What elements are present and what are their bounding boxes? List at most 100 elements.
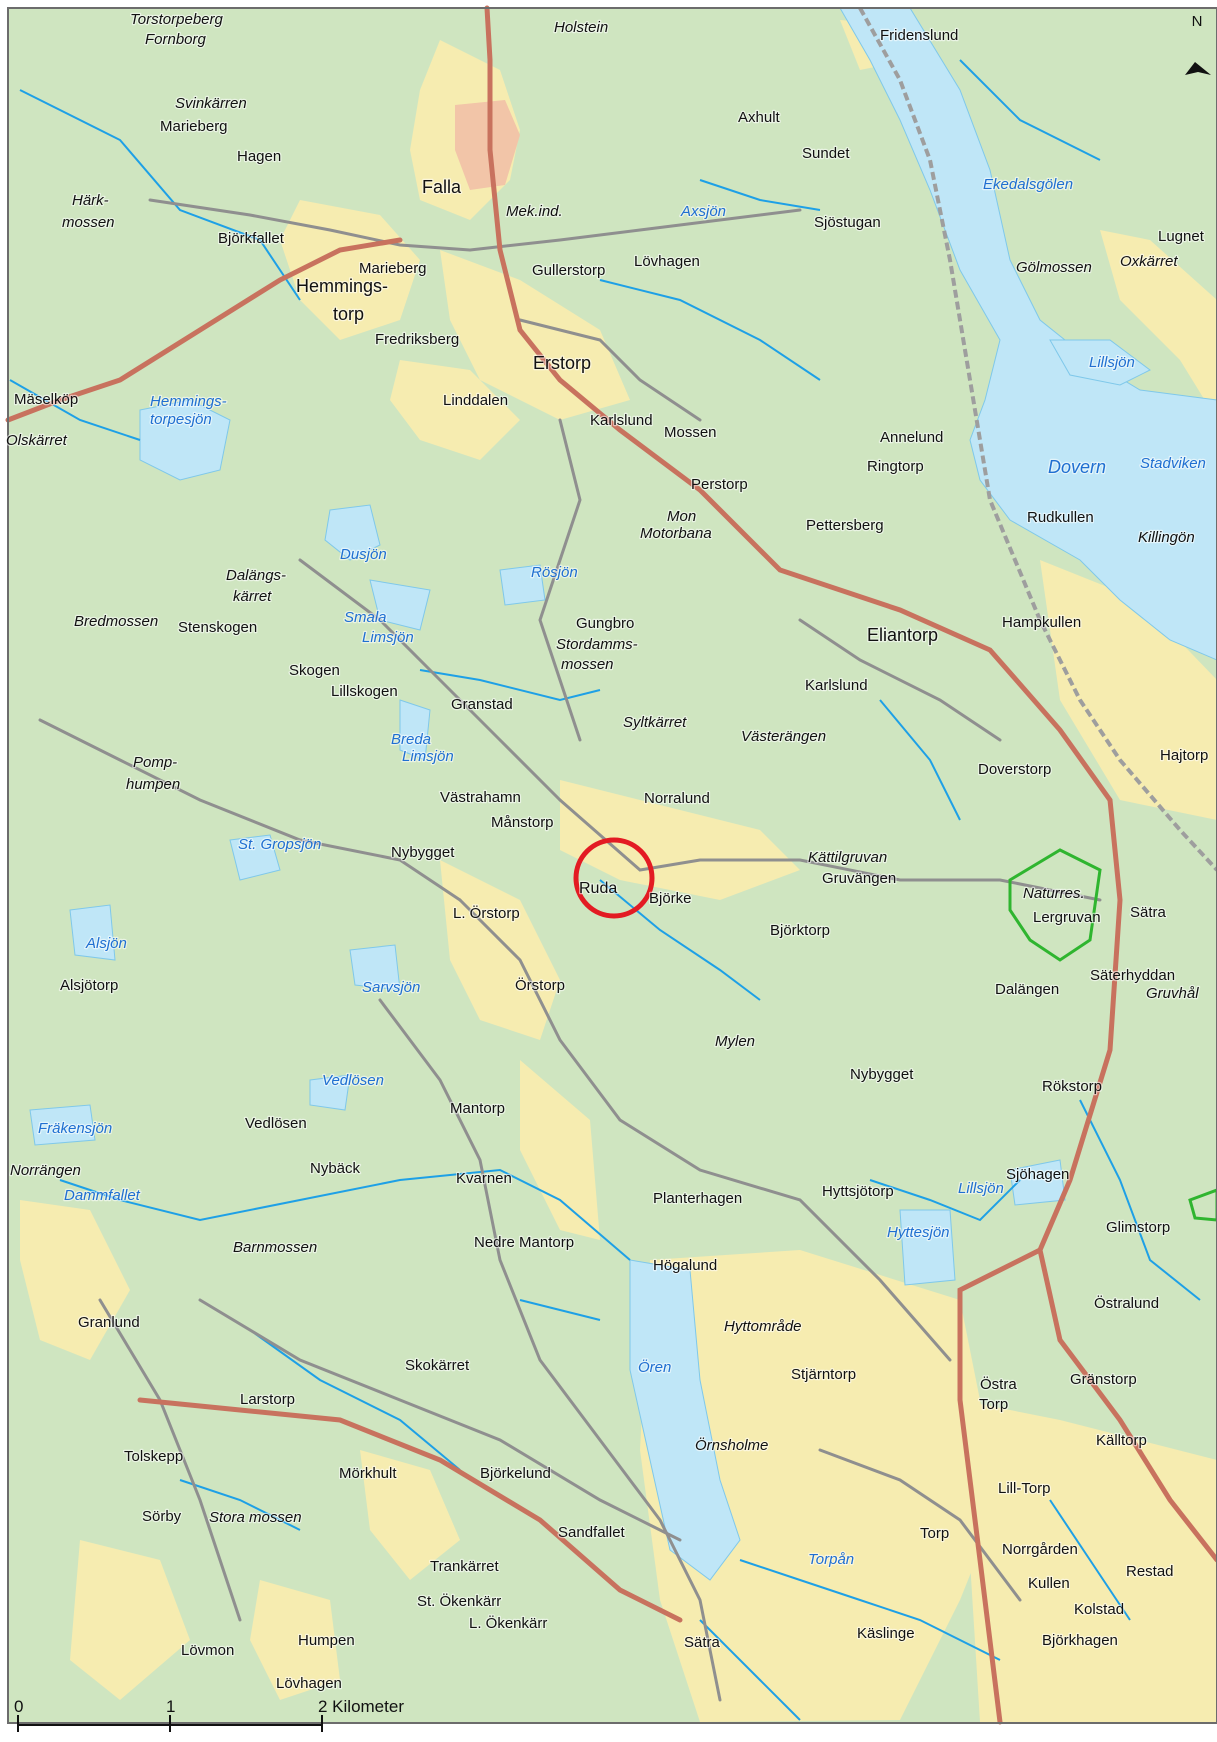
place-label: Mylen <box>715 1033 755 1050</box>
north-label: N <box>1192 13 1203 30</box>
place-label: Ringtorp <box>867 458 924 475</box>
place-label: Kolstad <box>1074 1601 1124 1618</box>
railway <box>858 7 1217 872</box>
nature-reserve-lergruvan <box>1008 848 1102 962</box>
place-label: Gränstorp <box>1070 1371 1137 1388</box>
ruda-place-label: Ruda <box>579 880 617 897</box>
place-label: Gruvängen <box>822 870 896 887</box>
place-label: Högalund <box>653 1257 717 1274</box>
place-label: torp <box>333 304 364 324</box>
scale-tick-0: 0 <box>14 1697 23 1716</box>
place-label: mossen <box>561 656 614 673</box>
place-label: St. Ökenkärr <box>417 1592 501 1610</box>
water-label: Dusjön <box>340 546 387 563</box>
place-label: Larstorp <box>240 1391 295 1408</box>
place-label: Alsjötorp <box>60 977 118 994</box>
scale-bar: 0 1 2 Kilometer <box>14 1697 404 1732</box>
north-arrow-icon: N <box>1185 13 1211 75</box>
place-label: Holstein <box>554 19 608 36</box>
place-label: Killingön <box>1138 529 1195 546</box>
place-label: Säterhyddan <box>1090 967 1175 984</box>
place-label: Lergruvan <box>1033 909 1101 926</box>
water-label: Limsjön <box>402 748 454 765</box>
place-label: Stordamms- <box>556 636 638 653</box>
place-label: Nybygget <box>391 844 455 861</box>
place-label: Karlslund <box>805 677 868 694</box>
place-label: Glimstorp <box>1106 1219 1170 1236</box>
water-label: Axsjön <box>680 203 726 220</box>
ruda-highlight-circle[interactable] <box>573 837 655 919</box>
place-label: Käslinge <box>857 1625 915 1642</box>
place-label: Pomp- <box>133 754 177 771</box>
place-label: Vedlösen <box>245 1115 307 1132</box>
place-label: Restad <box>1126 1563 1174 1580</box>
place-label: Norrgården <box>1002 1541 1078 1558</box>
place-label: Rudkullen <box>1027 509 1094 526</box>
water-label: Breda <box>391 731 431 748</box>
streams <box>9 59 1201 1721</box>
place-label: Dalängs- <box>226 567 286 584</box>
place-label: Lill-Torp <box>998 1480 1051 1497</box>
place-label: Örstorp <box>515 976 565 994</box>
place-label: Pettersberg <box>806 517 884 534</box>
place-label: Falla <box>422 177 462 197</box>
place-label: Lugnet <box>1158 228 1205 245</box>
place-label: Hagen <box>237 148 281 165</box>
water-label: Hemmings- <box>150 393 227 410</box>
water-label: Lillsjön <box>1089 354 1135 371</box>
place-label: Mantorp <box>450 1100 505 1117</box>
place-label: Norralund <box>644 790 710 807</box>
place-label: Marieberg <box>160 118 228 135</box>
place-label: Axhult <box>738 109 781 126</box>
place-label: Bredmossen <box>74 613 158 630</box>
place-label: Sjöstugan <box>814 214 881 231</box>
place-label: Motorbana <box>640 525 712 542</box>
place-label: Torstorpeberg <box>130 11 223 28</box>
place-label: Planterhagen <box>653 1190 742 1207</box>
place-label: Sjöhagen <box>1006 1166 1069 1183</box>
place-label: Lillskogen <box>331 683 398 700</box>
place-label: Svinkärren <box>175 95 247 112</box>
place-label: Mon <box>667 508 696 525</box>
lakes <box>29 7 1217 1581</box>
place-label: Källtorp <box>1096 1432 1147 1449</box>
scale-tick-2: 2 Kilometer <box>318 1697 404 1716</box>
place-label: Månstorp <box>491 814 554 831</box>
place-label: Skokärret <box>405 1357 470 1374</box>
place-label: Eliantorp <box>867 625 938 645</box>
place-label: Torp <box>920 1525 949 1542</box>
water-label: Limsjön <box>362 629 414 646</box>
place-label: Erstorp <box>533 353 591 373</box>
place-label: Rökstorp <box>1042 1078 1102 1095</box>
major-roads <box>5 5 1217 1725</box>
place-label: Oxkärret <box>1120 253 1178 270</box>
place-label: L. Ökenkärr <box>469 1614 547 1632</box>
water-label: Hyttesjön <box>887 1224 950 1241</box>
scale-tick-1: 1 <box>166 1697 175 1716</box>
place-label: Barnmossen <box>233 1239 317 1256</box>
place-label: Björkelund <box>480 1465 551 1482</box>
place-label: Nybygget <box>850 1066 914 1083</box>
place-label: Mäselköp <box>14 391 78 408</box>
water-label: Fräkensjön <box>38 1120 112 1137</box>
place-label: Marieberg <box>359 260 427 277</box>
place-label: Västerängen <box>741 728 826 745</box>
water-label: St. Gropsjön <box>238 836 321 853</box>
place-label: Kullen <box>1028 1575 1070 1592</box>
water-label: torpesjön <box>150 411 212 428</box>
place-label: Fredriksberg <box>375 331 459 348</box>
place-label: Fornborg <box>145 31 207 48</box>
place-label: Syltkärret <box>623 714 687 731</box>
place-label: humpen <box>126 776 180 793</box>
place-label: Sätra <box>1130 904 1167 921</box>
place-label: Hyttområde <box>724 1318 802 1335</box>
place-label: Gölmossen <box>1016 259 1092 276</box>
place-label: Olskärret <box>6 432 68 449</box>
place-label: Sandfallet <box>558 1524 626 1541</box>
place-label: Björke <box>649 890 692 907</box>
place-label: Björkfallet <box>218 230 285 247</box>
water-label: Dovern <box>1048 457 1106 477</box>
